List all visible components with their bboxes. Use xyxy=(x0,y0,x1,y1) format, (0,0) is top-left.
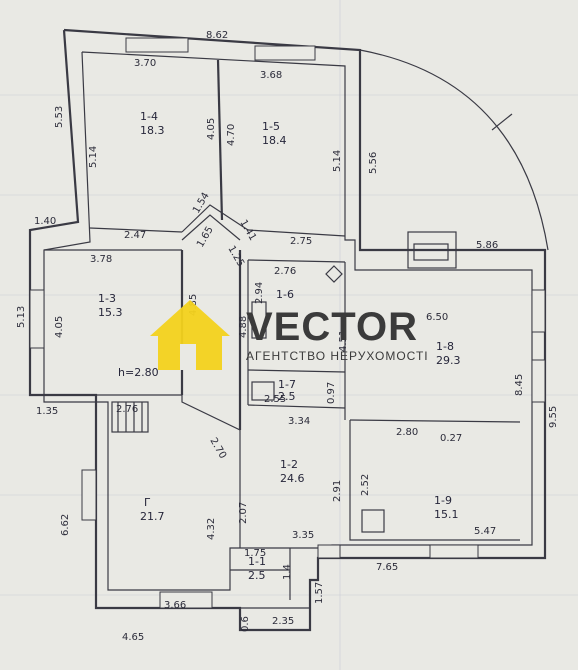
watermark: VECTOR АГЕНТСТВО НЕРУХОМОСТІ xyxy=(150,300,429,370)
dim-label: 6.62 xyxy=(60,514,71,536)
cooktop-icon xyxy=(361,509,385,533)
dim-label: 0.97 xyxy=(326,382,337,404)
dim-label: 3.34 xyxy=(288,416,310,427)
brand-tagline: АГЕНТСТВО НЕРУХОМОСТІ xyxy=(246,349,429,363)
brand-name: VECTOR xyxy=(246,305,418,349)
window-garage-bottom xyxy=(159,591,213,609)
dim-label: 4.70 xyxy=(226,124,237,146)
dim-label: 1.65 xyxy=(195,225,216,250)
dim-label: 3.70 xyxy=(134,58,156,69)
room-1-8-area: 29.3 xyxy=(436,354,461,367)
dim-label: 7.65 xyxy=(376,562,398,573)
dim-label: 4.05 xyxy=(54,316,65,338)
dim-label: 5.14 xyxy=(88,146,99,168)
dim-label: 6.50 xyxy=(426,312,448,323)
window-room-1-8-a xyxy=(531,289,546,333)
room-1-4-number: 1-4 xyxy=(140,110,158,123)
window-room-1-8-b xyxy=(531,359,546,403)
room-1-9-number: 1-9 xyxy=(434,494,452,507)
window-room-1-4 xyxy=(125,37,189,53)
dim-label: 5.86 xyxy=(476,240,498,251)
fixtures xyxy=(111,231,457,533)
room-garage-area: 21.7 xyxy=(140,510,165,523)
toilet-icon xyxy=(251,381,275,401)
dim-label: 2.80 xyxy=(396,427,418,438)
dim-label: 0.6 xyxy=(240,616,251,632)
room-1-2-area: 24.6 xyxy=(280,472,305,485)
room-1-8-number: 1-8 xyxy=(436,340,454,353)
dim-label: 5.56 xyxy=(368,152,379,174)
room-1-3-number: 1-3 xyxy=(98,292,116,305)
room-1-2-number: 1-2 xyxy=(280,458,298,471)
dim-label: 4.05 xyxy=(206,118,217,140)
dim-label: 1.40 xyxy=(34,216,56,227)
room-1-3-height: h=2.80 xyxy=(118,366,159,379)
dim-label: 2.55 xyxy=(264,394,286,405)
dim-label: 2.75 xyxy=(290,236,312,247)
stove-inner-icon xyxy=(413,243,449,261)
room-1-6-number: 1-6 xyxy=(276,288,294,301)
dim-label: 5.47 xyxy=(474,526,496,537)
dim-label: 3.68 xyxy=(260,70,282,81)
chimney-icon xyxy=(325,265,343,283)
dim-label: 3.66 xyxy=(164,600,186,611)
dim-label: 2.94 xyxy=(254,282,265,304)
dim-label: 4.65 xyxy=(122,632,144,643)
room-garage-number: Г xyxy=(144,496,151,509)
room-1-1-area: 2.5 xyxy=(248,569,266,582)
dim-label: 1.54 xyxy=(191,191,212,216)
windows xyxy=(29,37,546,609)
dim-label: 5.13 xyxy=(16,306,27,328)
window-garage xyxy=(81,469,97,521)
dim-label: 2.35 xyxy=(272,616,294,627)
dim-label: 2.70 xyxy=(207,436,228,461)
dimension-labels: 8.62 3.70 3.68 5.53 5.14 4.05 4.70 5.14 … xyxy=(16,30,559,643)
bathtub-icon xyxy=(251,301,267,339)
dim-label: 1.57 xyxy=(314,582,325,604)
window-room-1-5 xyxy=(254,45,316,61)
room-1-7-area: 2.5 xyxy=(278,390,296,403)
dim-label: 5.53 xyxy=(54,106,65,128)
dim-label: 2.07 xyxy=(238,502,249,524)
dim-label: 5.14 xyxy=(332,150,343,172)
dim-label: 1.25 xyxy=(225,244,246,269)
room-labels: 1-4 18.3 1-5 18.4 1-3 15.3 h=2.80 1-6 1-… xyxy=(98,110,461,582)
dim-label: 4.88 xyxy=(238,316,249,338)
dim-label: 9.55 xyxy=(548,406,559,428)
room-1-4-area: 18.3 xyxy=(140,124,165,137)
dim-label: 2.52 xyxy=(360,474,371,496)
stairs-icon xyxy=(111,401,149,433)
house-logo-icon xyxy=(150,300,230,370)
dim-label: 0.27 xyxy=(440,433,462,444)
room-1-5-area: 18.4 xyxy=(262,134,287,147)
dim-label: 2.76 xyxy=(116,404,138,415)
dim-label: 1.35 xyxy=(36,406,58,417)
room-1-5-number: 1-5 xyxy=(262,120,280,133)
dim-label: 1.4 xyxy=(282,564,293,580)
dim-label: 8.62 xyxy=(206,30,228,41)
house-door-icon xyxy=(180,344,196,370)
room-1-3-area: 15.3 xyxy=(98,306,123,319)
window-room-1-9 xyxy=(429,544,479,559)
dim-label: 2.76 xyxy=(274,266,296,277)
window-room-1-3 xyxy=(29,289,45,349)
stove-icon xyxy=(407,231,457,269)
room-1-1-number: 1-1 xyxy=(248,555,266,568)
dim-label: 8.45 xyxy=(514,374,525,396)
dim-label: 1.41 xyxy=(237,218,258,243)
dim-label: 2.91 xyxy=(332,480,343,502)
dim-label: 3.78 xyxy=(90,254,112,265)
dim-label: 4.32 xyxy=(206,518,217,540)
dim-label: 2.47 xyxy=(124,230,146,241)
window-room-1-2 xyxy=(317,544,341,559)
room-1-7-number: 1-7 xyxy=(278,378,296,391)
dim-label: 4.51 xyxy=(338,330,349,352)
dim-label: 1.75 xyxy=(244,548,266,559)
room-1-9-area: 15.1 xyxy=(434,508,459,521)
dim-label: 3.35 xyxy=(292,530,314,541)
